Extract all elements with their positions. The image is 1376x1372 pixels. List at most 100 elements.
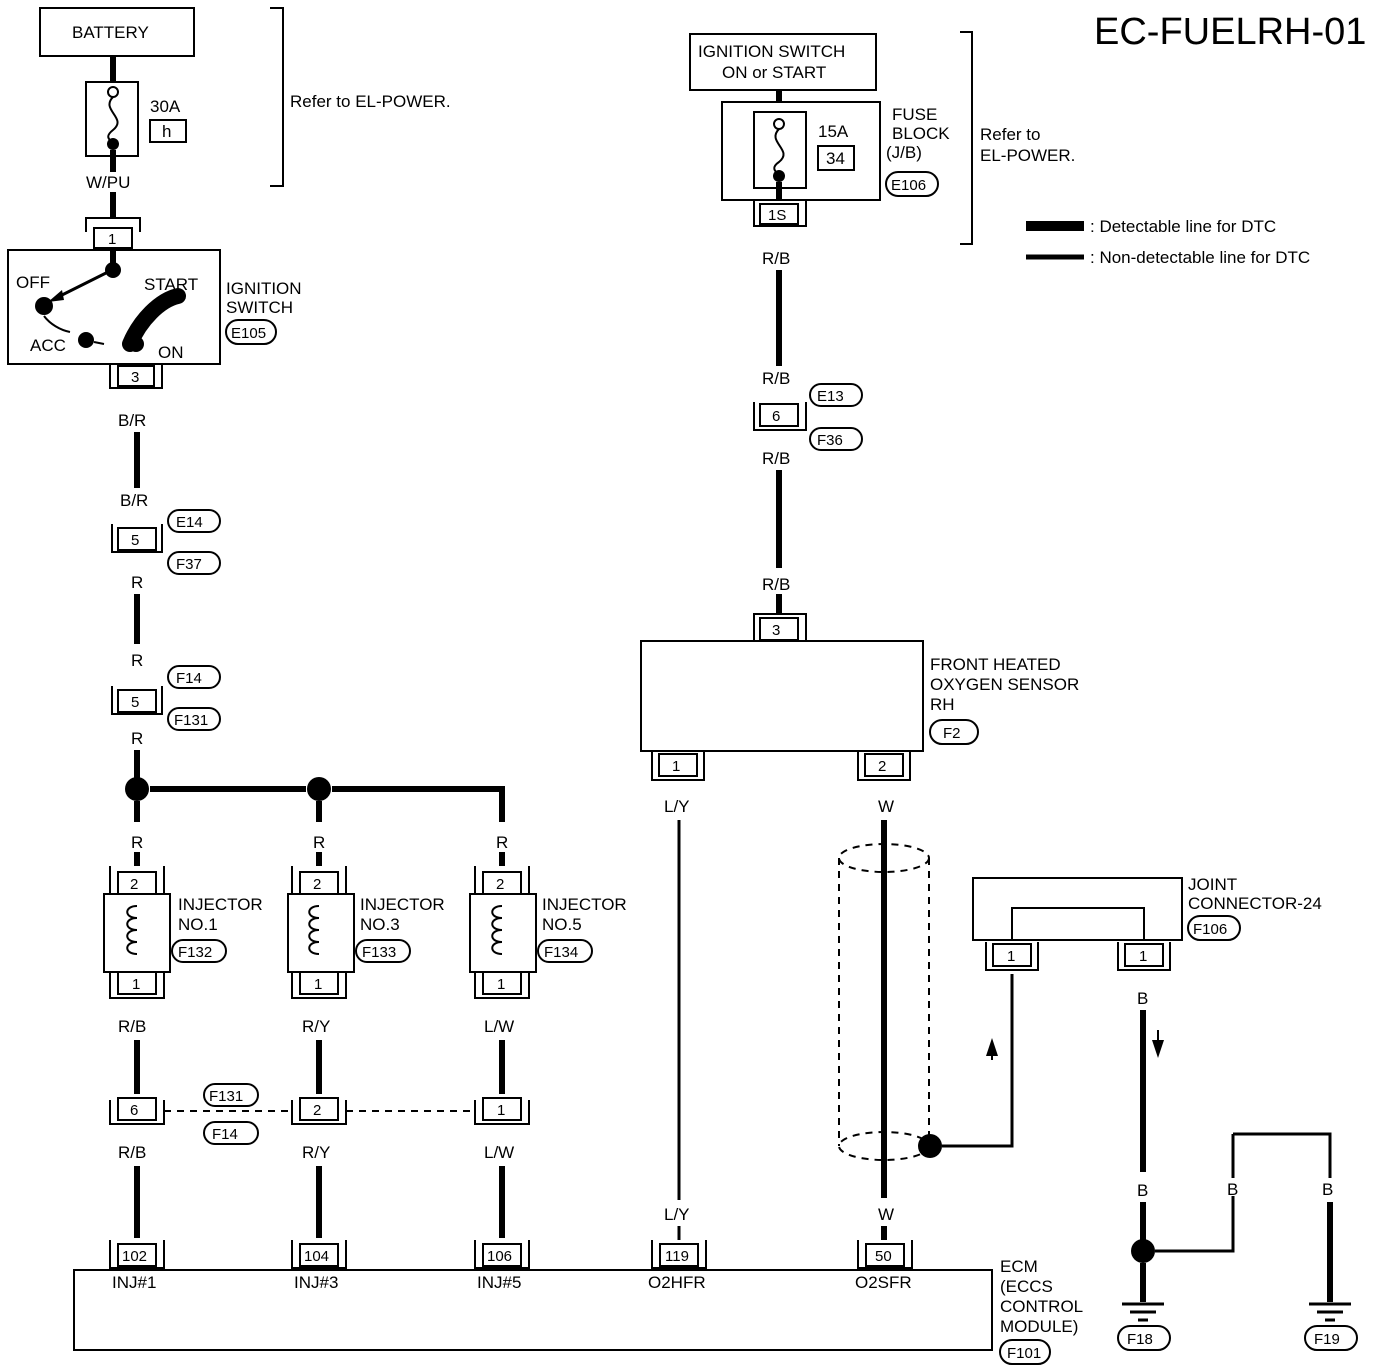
- conn-f14: F14: [176, 670, 202, 687]
- ign-pin-3: [117, 365, 155, 387]
- ground-icon: [1309, 1302, 1351, 1322]
- splice-1: [125, 777, 149, 801]
- wire-r-y-ecm: R/Y: [302, 1143, 330, 1162]
- ign-conn-badge: [225, 319, 277, 345]
- injector-no3: R 2 1 INJECTOR NO.3 F133: [287, 833, 445, 999]
- inj3-name: INJECTOR: [360, 895, 445, 914]
- injector-no5: R 2 1 INJECTOR NO.5 F134: [469, 833, 627, 999]
- conn-f36: F36: [817, 432, 843, 449]
- wire-w-ecm: W: [878, 1205, 894, 1224]
- o2-label-3: RH: [930, 695, 955, 714]
- inj3-pin-bot: 1: [314, 976, 322, 993]
- ign-pin-3-label: 3: [131, 369, 139, 386]
- inj5-name: INJECTOR: [542, 895, 627, 914]
- o2-label-1: FRONT HEATED: [930, 655, 1061, 674]
- inj3-conn: F133: [362, 944, 396, 961]
- conn-e13: E13: [817, 388, 844, 405]
- ground-splice: [1131, 1239, 1155, 1263]
- inj-joint-conn-f14: F14: [212, 1126, 238, 1143]
- o2-pin-3: 3: [772, 622, 780, 639]
- joint-connector-id: F106: [1193, 921, 1227, 938]
- inj3-no: NO.3: [360, 915, 400, 934]
- o2-pin-1: 1: [672, 758, 680, 775]
- wire-w-pu: W/PU: [86, 173, 130, 192]
- fuse-block-pin-1s: 1S: [768, 207, 786, 224]
- fuse-block-line3: (J/B): [886, 143, 922, 162]
- wire-r-3: R: [131, 729, 143, 748]
- wire-r-b-3: R/B: [762, 449, 790, 468]
- joint-pin-right: 1: [1139, 948, 1147, 965]
- inj5-pin-bot: 1: [497, 976, 505, 993]
- ecm-box: [73, 1269, 993, 1351]
- conn-pin-5a: [117, 527, 157, 551]
- ecm-title-3: CONTROL: [1000, 1297, 1083, 1316]
- fuse-34: 34: [826, 149, 845, 168]
- fuse-30a-id-box: [149, 119, 187, 143]
- o2-pin-2: 2: [878, 758, 886, 775]
- inj1-conn: F132: [178, 944, 212, 961]
- wire-l-y-1: L/Y: [664, 797, 690, 816]
- wire-b-r-2: B/R: [120, 491, 148, 510]
- battery-box: [39, 7, 195, 57]
- inj5-conn: F134: [544, 944, 578, 961]
- conn-pin-5b-label: 5: [131, 694, 139, 711]
- ecm-label-o2sfr: O2SFR: [855, 1273, 912, 1292]
- wire-r-b-2: R/B: [762, 369, 790, 388]
- wire-l-w-inj5: L/W: [484, 1017, 514, 1036]
- ign-pos-on: ON: [158, 343, 184, 362]
- ecm-pin-102: 102: [122, 1248, 147, 1265]
- inj3-wire-in: R: [313, 833, 325, 852]
- fuse-15a-rating: 15A: [818, 122, 849, 141]
- legend-non-detectable: : Non-detectable line for DTC: [1090, 248, 1310, 267]
- wire-l-w-ecm: L/W: [484, 1143, 514, 1162]
- conn-f37: F37: [176, 556, 202, 573]
- wire-w-1: W: [878, 797, 894, 816]
- inj1-pin-top: 2: [130, 876, 138, 893]
- inj1-pin-bot: 1: [132, 976, 140, 993]
- ign-supply-box: [689, 33, 877, 91]
- ecm-connector: F101: [1007, 1345, 1041, 1362]
- ign-pos-start: START: [144, 275, 198, 294]
- ecm-label-inj5: INJ#5: [477, 1273, 521, 1292]
- refer-power-1: Refer to EL-POWER.: [290, 92, 451, 111]
- ign-pos-acc: ACC: [30, 336, 66, 355]
- fuse-block-line1: FUSE: [892, 105, 937, 124]
- splice-2: [307, 777, 331, 801]
- ign-label-1: IGNITION: [226, 279, 302, 298]
- ecm-pin-104: 104: [304, 1248, 329, 1265]
- refer-power-2-line2: EL-POWER.: [980, 146, 1075, 165]
- wire-r-1: R: [131, 573, 143, 592]
- bracket-1: [270, 7, 284, 187]
- diagram-title: EC-FUELRH-01: [1094, 11, 1366, 53]
- ground-icon: [1122, 1302, 1164, 1322]
- inj1-no: NO.1: [178, 915, 218, 934]
- wire-r-b-1: R/B: [762, 249, 790, 268]
- refer-power-2-line1: Refer to: [980, 125, 1040, 144]
- conn-f131: F131: [174, 712, 208, 729]
- ign-pos-off: OFF: [16, 273, 50, 292]
- ecm-label-o2hfr: O2HFR: [648, 1273, 706, 1292]
- bracket-2: [960, 31, 973, 245]
- joint-pin-left: 1: [1007, 948, 1015, 965]
- o2-connector: F2: [943, 725, 961, 742]
- fuse-30a-rating: 30A: [150, 97, 181, 116]
- o2-label-2: OXYGEN SENSOR: [930, 675, 1079, 694]
- wire-b-gnd-2: B: [1227, 1180, 1238, 1199]
- battery-label: BATTERY: [72, 23, 149, 42]
- fuse-block-line2: BLOCK: [892, 124, 950, 143]
- fuse-block-conn: E106: [891, 177, 926, 194]
- inj-joint-conn-f131: F131: [209, 1088, 243, 1105]
- wire-r-y-inj3: R/Y: [302, 1017, 330, 1036]
- inj1-name: INJECTOR: [178, 895, 263, 914]
- wire-r-b-4: R/B: [762, 575, 790, 594]
- wire-r-b-inj1: R/B: [118, 1017, 146, 1036]
- legend-detectable: : Detectable line for DTC: [1090, 217, 1276, 236]
- o2-sensor-box: [640, 640, 924, 752]
- inj3-pin-top: 2: [313, 876, 321, 893]
- ecm-title-1: ECM: [1000, 1257, 1038, 1276]
- ign-pin-1-label: 1: [108, 231, 116, 248]
- inj-joint-pin-6: 6: [130, 1102, 138, 1119]
- conn-pin-5b: [117, 689, 157, 713]
